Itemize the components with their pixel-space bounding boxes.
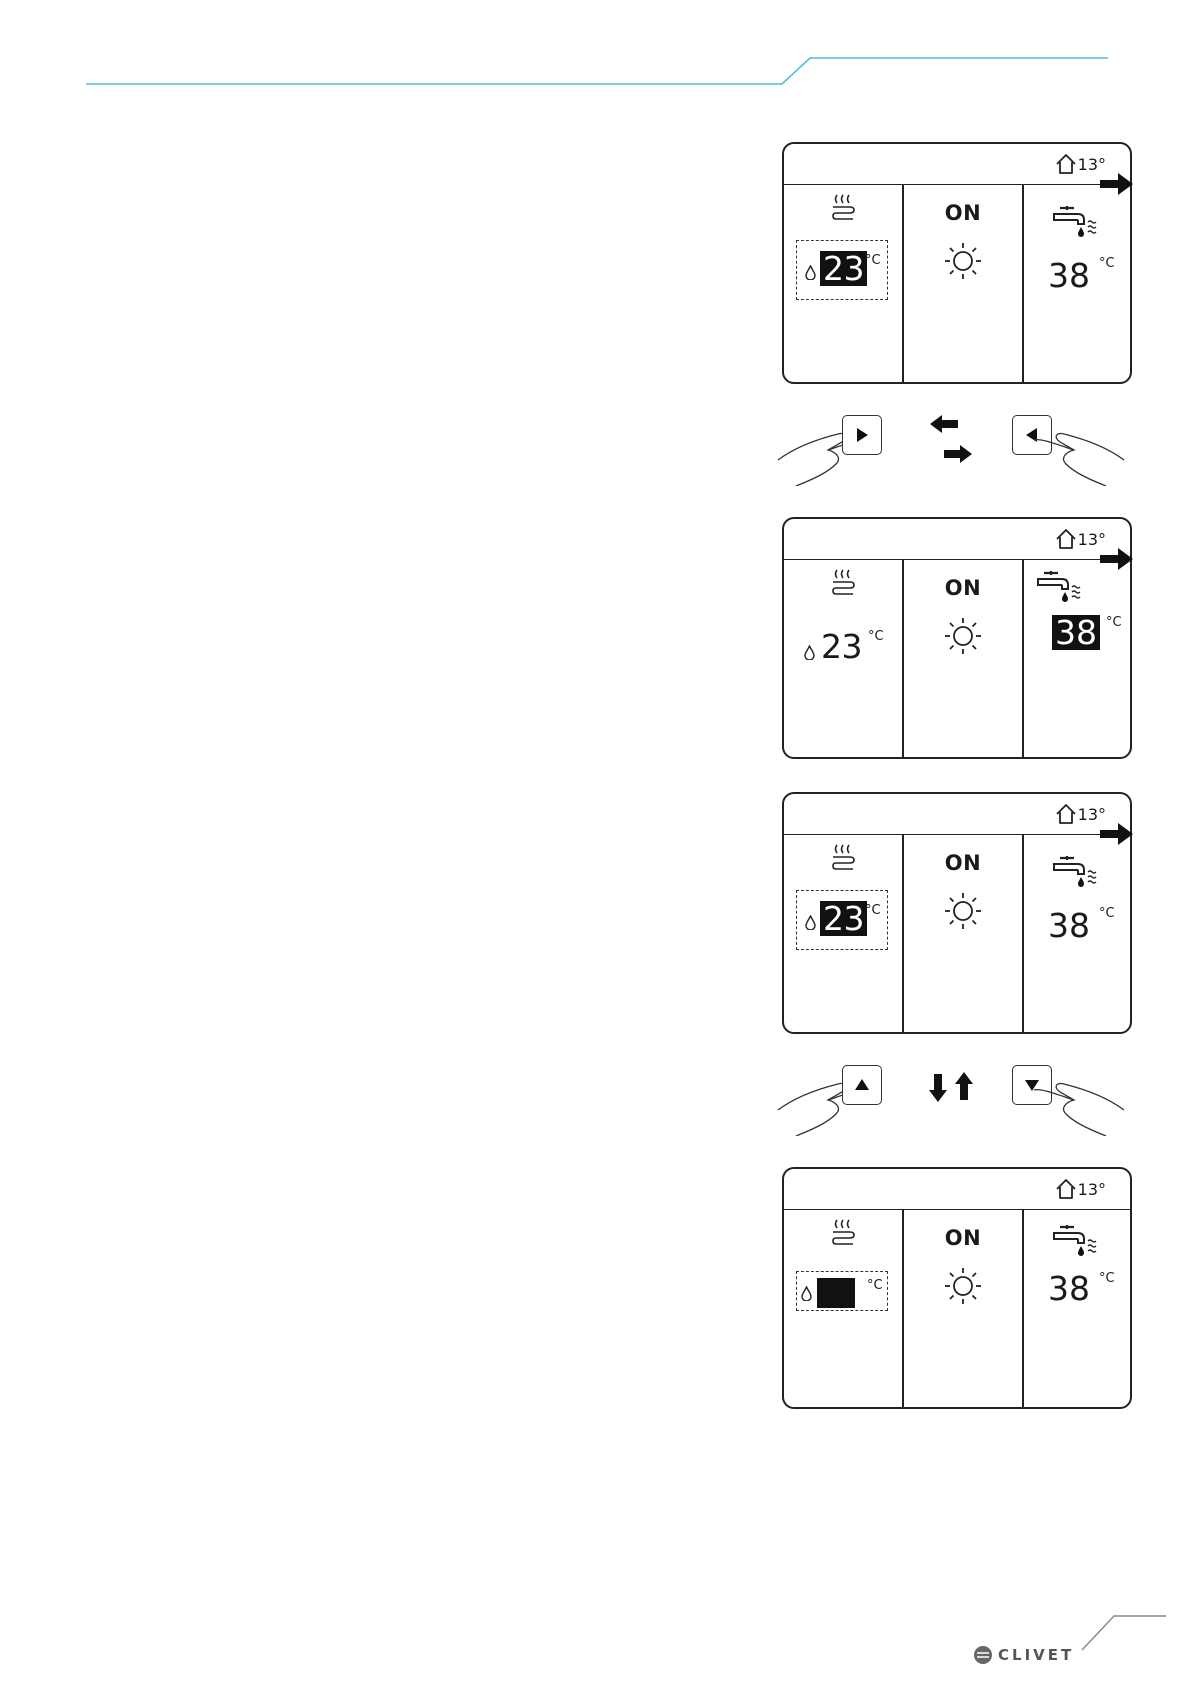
house-icon	[1055, 1178, 1077, 1200]
triangle-right-icon	[854, 427, 870, 443]
sun-icon	[944, 892, 982, 930]
drop-icon	[801, 1286, 812, 1301]
heating-unit: °C	[868, 629, 884, 644]
outdoor-temp-value: 13°	[1078, 1180, 1106, 1199]
outdoor-temp-value: 13°	[1078, 805, 1106, 824]
mode-panel[interactable]: ON	[904, 1209, 1022, 1407]
heating-setpoint-value: 23	[820, 251, 867, 286]
status-bar: 13°	[784, 1169, 1130, 1210]
right-key[interactable]	[842, 415, 882, 455]
sun-icon	[944, 617, 982, 655]
header-rule	[0, 0, 1191, 110]
drop-icon	[805, 915, 816, 930]
heating-icon	[830, 843, 856, 873]
heating-setpoint[interactable]: 23 °C	[796, 615, 888, 675]
brand-name: CLIVET	[998, 1646, 1074, 1664]
dhw-setpoint-value[interactable]: 38	[1045, 258, 1093, 293]
hand-right-icon	[1016, 418, 1126, 486]
outdoor-temp: 13°	[1055, 802, 1106, 826]
heating-icon	[830, 568, 856, 598]
dhw-unit: °C	[1106, 615, 1122, 630]
status-bar: 13°	[784, 794, 1130, 835]
house-icon	[1055, 153, 1077, 175]
navigation-keys-row	[776, 408, 1126, 484]
dhw-setpoint-value[interactable]: 38	[1045, 1271, 1093, 1306]
mode-panel[interactable]: ON	[904, 559, 1022, 757]
heating-unit: °C	[867, 1278, 883, 1293]
drop-icon	[805, 265, 816, 280]
outdoor-temp-value: 13°	[1078, 530, 1106, 549]
outdoor-temp-value: 13°	[1078, 155, 1106, 174]
heating-setpoint-blink	[817, 1278, 855, 1308]
controller-screen-3: 13° 23 °C ON	[782, 792, 1132, 1034]
status-bar: 13°	[784, 144, 1130, 185]
mode-status: ON	[904, 201, 1022, 225]
mode-panel[interactable]: ON	[904, 184, 1022, 382]
footer-rule	[1080, 1612, 1170, 1652]
outdoor-temp: 13°	[1055, 527, 1106, 551]
left-right-arrows-icon	[928, 414, 974, 470]
heating-panel[interactable]: 23 °C	[784, 184, 902, 382]
sun-icon	[944, 1267, 982, 1305]
controller-screen-1: 13° 23 °C ON	[782, 142, 1132, 384]
heating-setpoint[interactable]: °C	[796, 1271, 888, 1311]
adjust-keys-row	[776, 1058, 1126, 1134]
heating-setpoint-value: 23	[820, 901, 867, 936]
heating-setpoint[interactable]: 23 °C	[796, 890, 888, 950]
heating-icon	[830, 1218, 856, 1248]
tap-icon	[1036, 569, 1082, 605]
dhw-unit: °C	[1099, 1271, 1115, 1286]
heating-icon	[830, 193, 856, 223]
mode-status: ON	[904, 576, 1022, 600]
heating-setpoint[interactable]: 23 °C	[796, 240, 888, 300]
dhw-setpoint-value[interactable]: 38	[1045, 908, 1093, 943]
tap-icon	[1052, 854, 1098, 890]
clivet-logo-icon	[973, 1645, 993, 1665]
down-up-arrows-icon	[928, 1064, 974, 1120]
mode-status: ON	[904, 1226, 1022, 1250]
controller-screen-2: 13° 23 °C ON	[782, 517, 1132, 759]
sun-icon	[944, 242, 982, 280]
mode-status: ON	[904, 851, 1022, 875]
up-key[interactable]	[842, 1065, 882, 1105]
hand-right-icon	[1016, 1068, 1126, 1136]
dhw-setpoint-value[interactable]: 38	[1052, 615, 1100, 650]
drop-icon	[804, 645, 815, 660]
tap-icon	[1052, 204, 1098, 240]
dhw-panel[interactable]: 38 °C	[1024, 834, 1129, 1032]
heating-panel[interactable]: °C	[784, 1209, 902, 1407]
heating-panel[interactable]: 23 °C	[784, 559, 902, 757]
triangle-up-icon	[854, 1077, 870, 1093]
dhw-unit: °C	[1099, 906, 1115, 921]
house-icon	[1055, 528, 1077, 550]
heating-unit: °C	[865, 903, 881, 918]
status-bar: 13°	[784, 519, 1130, 560]
brand-logo: CLIVET	[973, 1643, 1078, 1667]
mode-panel[interactable]: ON	[904, 834, 1022, 1032]
house-icon	[1055, 803, 1077, 825]
controller-screen-4: 13° °C ON	[782, 1167, 1132, 1409]
outdoor-temp: 13°	[1055, 152, 1106, 176]
tap-icon	[1052, 1223, 1098, 1259]
heating-panel[interactable]: 23 °C	[784, 834, 902, 1032]
dhw-panel[interactable]: 38 °C	[1024, 184, 1129, 382]
heating-unit: °C	[865, 253, 881, 268]
dhw-unit: °C	[1099, 256, 1115, 271]
outdoor-temp: 13°	[1055, 1177, 1106, 1201]
dhw-panel[interactable]: 38 °C	[1024, 1209, 1129, 1407]
dhw-panel[interactable]: 38 °C	[1024, 559, 1129, 757]
heating-setpoint-value: 23	[818, 629, 865, 664]
